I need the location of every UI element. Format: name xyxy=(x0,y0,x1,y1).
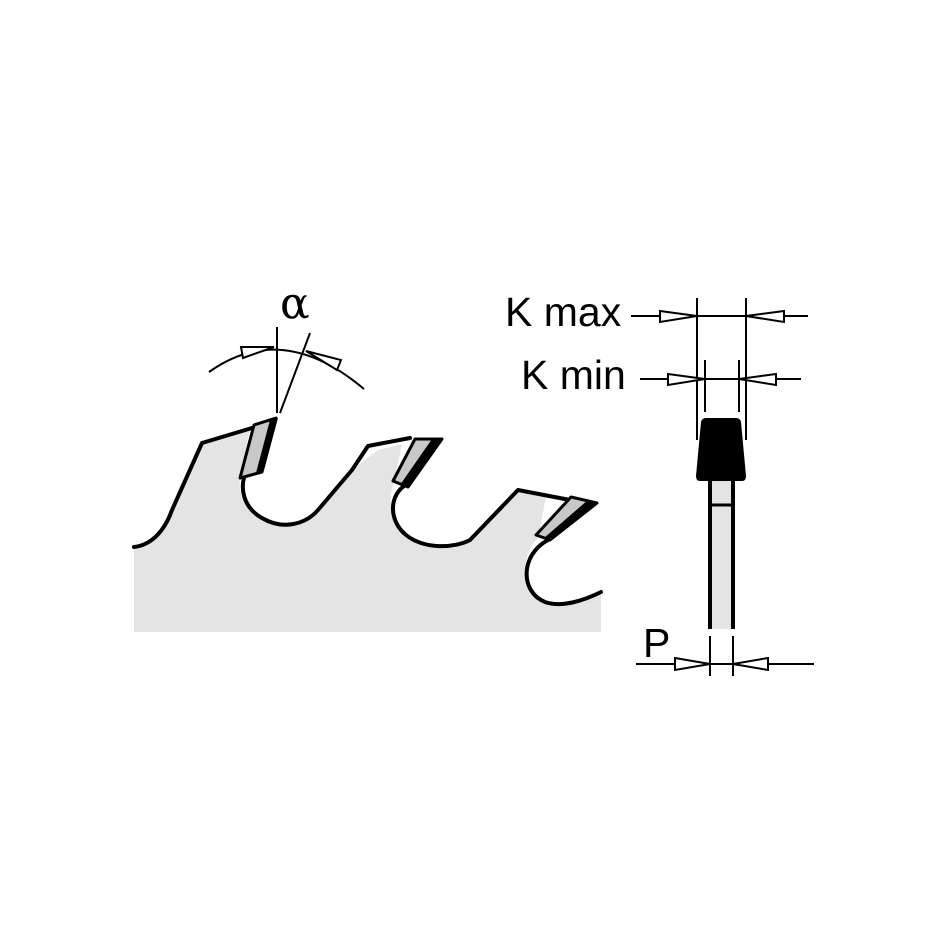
kmax-label: K max xyxy=(505,289,622,335)
blade-body xyxy=(134,428,601,632)
blade-outline xyxy=(132,426,603,607)
p-arrow-right-icon xyxy=(732,656,769,672)
kmin-arrow-left-icon xyxy=(667,372,706,387)
carbide-tip-2 xyxy=(391,437,444,489)
angle-arrow-left-icon xyxy=(239,346,275,360)
angle-arc xyxy=(208,348,365,390)
kmax-arrow-left-icon xyxy=(659,309,698,324)
kmin-arrow-right-icon xyxy=(738,372,777,387)
angle-arrow-right-icon xyxy=(305,350,343,372)
tooth-cross-section: K max K min P xyxy=(505,289,814,676)
kmin-label: K min xyxy=(521,352,626,398)
p-label: P xyxy=(643,620,670,666)
kmax-arrow-right-icon xyxy=(745,309,785,324)
carbide-tip-section xyxy=(696,418,746,481)
alpha-label: α xyxy=(280,278,310,329)
hook-angle-annotation: α xyxy=(208,278,365,414)
carbide-tip-1 xyxy=(238,416,278,480)
p-arrow-left-icon xyxy=(674,656,711,672)
carbide-tip-3 xyxy=(534,495,599,542)
blade-profile xyxy=(132,416,603,632)
plate-section xyxy=(710,481,733,629)
